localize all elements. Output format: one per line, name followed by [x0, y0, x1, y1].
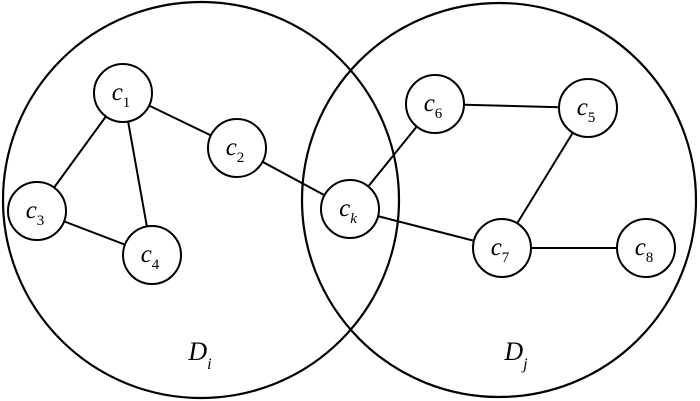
- node-c2: c2: [207, 118, 267, 178]
- region-label-base: D: [187, 337, 207, 366]
- node-label-base: c: [635, 234, 646, 261]
- node-c5: c5: [558, 78, 618, 138]
- node-label-subscript: 4: [152, 257, 160, 273]
- node-label-base: c: [424, 90, 435, 117]
- node-label-base: c: [577, 94, 588, 121]
- node-c6: c6: [405, 74, 465, 134]
- node-ck: ck: [320, 179, 380, 239]
- node-label-subscript: 2: [237, 150, 245, 166]
- node-c3: c3: [7, 181, 67, 241]
- node-circle: [405, 74, 465, 134]
- node-label-base: c: [226, 134, 237, 161]
- region-dj-circle: [300, 1, 698, 399]
- node-label: ck: [339, 195, 357, 227]
- node-label-base: c: [26, 197, 37, 224]
- node-label-subscript: 1: [123, 95, 131, 111]
- region-dj-label: Dj: [503, 337, 528, 373]
- node-label-subscript: 7: [502, 250, 510, 266]
- node-label: c4: [141, 241, 160, 273]
- region-label-base: D: [503, 337, 523, 366]
- node-label: c8: [635, 234, 654, 266]
- node-label-base: c: [141, 241, 152, 268]
- region-di-circle: [1, 0, 401, 400]
- node-label: c3: [26, 197, 45, 229]
- node-label: c5: [577, 94, 596, 126]
- node-label-subscript: 3: [37, 213, 45, 229]
- node-c4: c4: [122, 225, 182, 285]
- node-label-subscript: 5: [588, 110, 596, 126]
- node-circle: [616, 218, 676, 278]
- node-label-subscript: 6: [435, 106, 443, 122]
- node-label: c2: [226, 134, 245, 166]
- node-label: c6: [424, 90, 443, 122]
- node-circle: [558, 78, 618, 138]
- node-label: c1: [112, 79, 131, 111]
- node-circle: [93, 63, 153, 123]
- node-circle: [472, 218, 532, 278]
- node-label-base: c: [339, 195, 350, 222]
- node-c8: c8: [616, 218, 676, 278]
- node-label: c7: [491, 234, 510, 266]
- region-label-subscript: i: [207, 356, 211, 373]
- node-label-subscript: 8: [646, 250, 654, 266]
- node-c7: c7: [472, 218, 532, 278]
- node-c1: c1: [93, 63, 153, 123]
- node-circle: [207, 118, 267, 178]
- node-circle: [320, 179, 380, 239]
- region-di-label: Di: [187, 337, 211, 373]
- region-label-subscript: j: [521, 356, 528, 373]
- node-circle: [7, 181, 67, 241]
- node-label-base: c: [112, 79, 123, 106]
- node-label-subscript: k: [350, 211, 357, 227]
- node-label-base: c: [491, 234, 502, 261]
- node-circle: [122, 225, 182, 285]
